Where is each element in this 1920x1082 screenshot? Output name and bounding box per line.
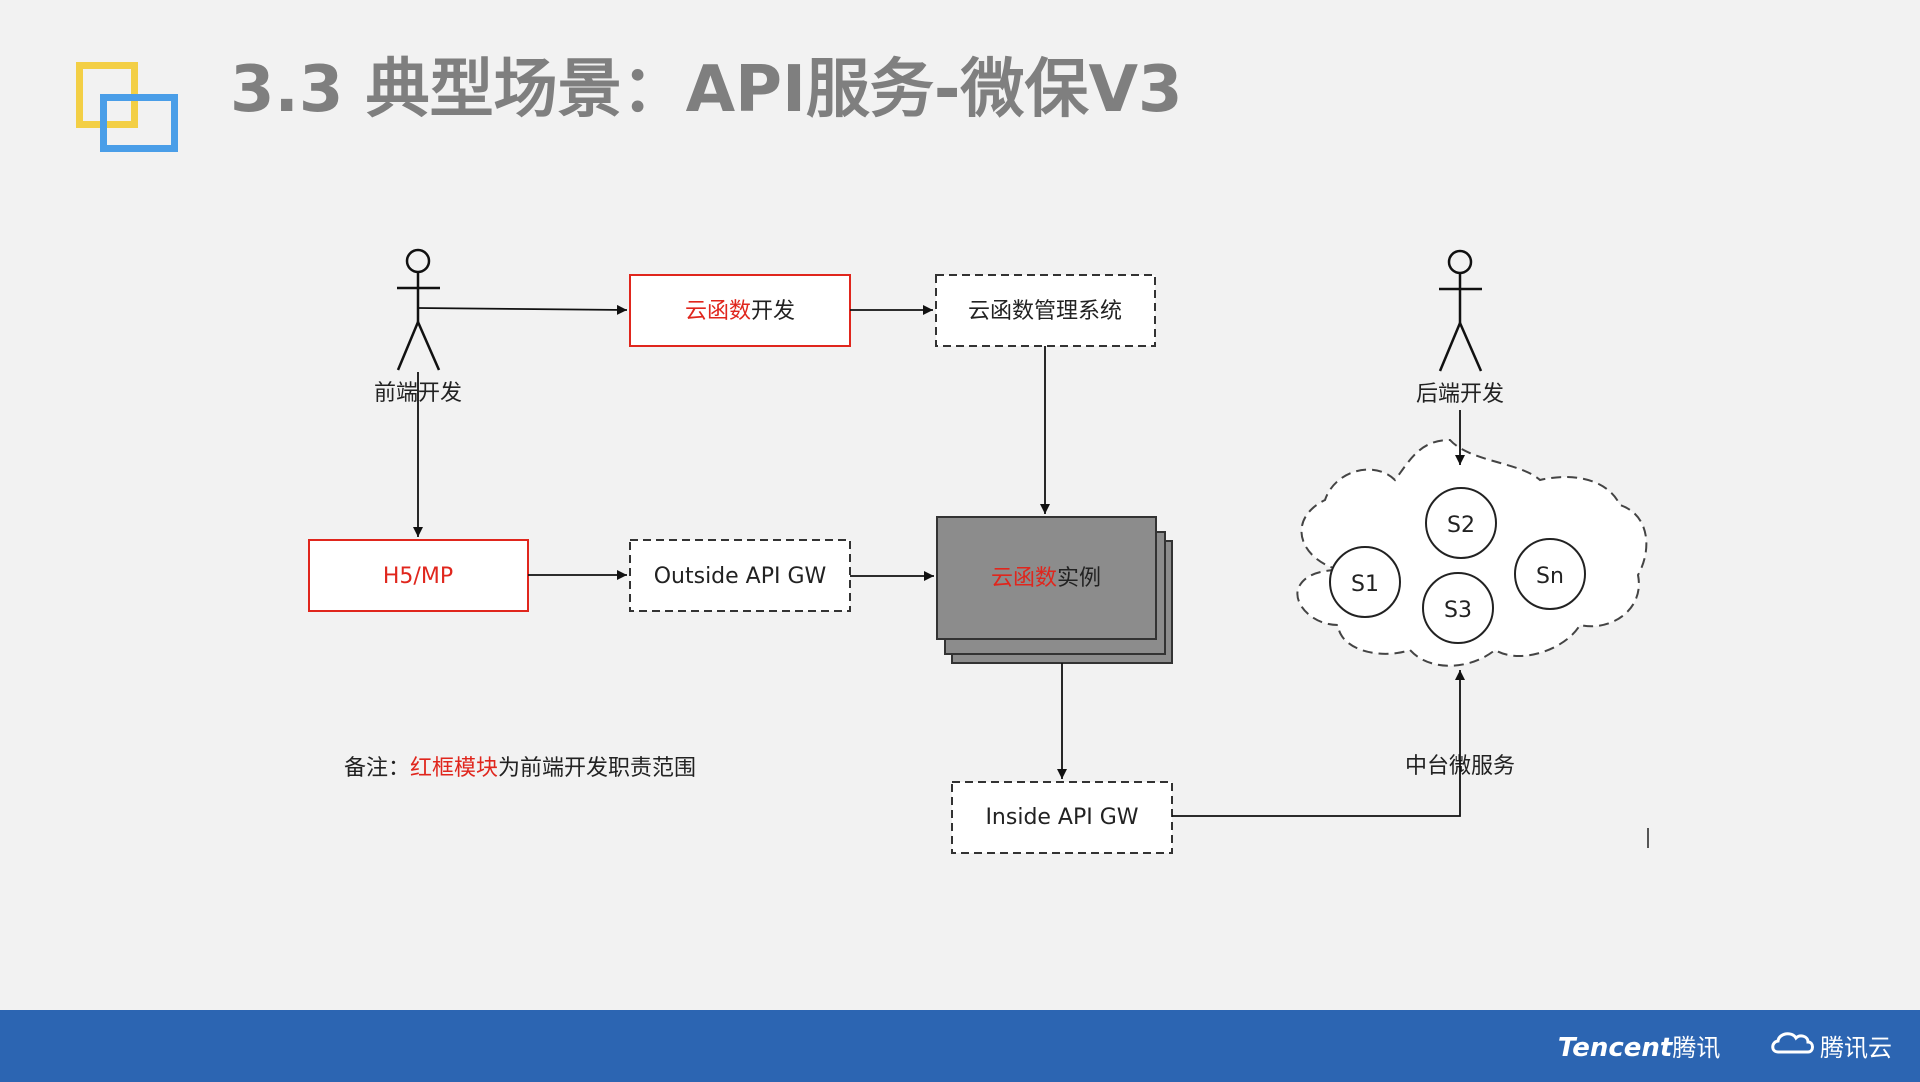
cloud-function-dev-black: 开发 [751, 299, 795, 324]
title-logo [72, 58, 182, 158]
h5-mp-box [308, 539, 529, 612]
note-red: 红框模块 [410, 756, 498, 781]
tencent-cloud-logo-icon [1768, 1028, 1816, 1070]
instance-black: 实例 [1057, 566, 1101, 591]
footer-bar: Tencent腾讯 腾讯云 [0, 1010, 1920, 1082]
service-s2-label: S2 [1447, 513, 1475, 538]
instance-red: 云函数 [991, 566, 1057, 591]
h5-mp-label: H5/MP [383, 564, 453, 589]
service-s2-circle [1425, 487, 1497, 559]
service-s3-circle [1422, 572, 1494, 644]
note-suffix: 为前端开发职责范围 [498, 756, 696, 781]
service-s1-circle [1329, 546, 1401, 618]
service-s3-label: S3 [1444, 598, 1472, 623]
cloud-function-instance-box [936, 516, 1157, 640]
outside-api-gw-label: Outside API GW [654, 564, 827, 589]
cloud-function-instance-label: 云函数实例 [991, 566, 1101, 591]
backend-actor-label: 后端开发 [1416, 382, 1504, 407]
frontend-actor-icon [396, 248, 441, 371]
cloud-function-dev-label: 云函数开发 [685, 299, 795, 324]
architecture-diagram: 前端开发 后端开发 云函数开发 云函数管理系统 H5/MP Outside AP… [308, 248, 1649, 854]
management-system-label: 云函数管理系统 [968, 299, 1122, 324]
footer-brand: Tencent腾讯 腾讯云 [1558, 1028, 1892, 1068]
note-prefix: 备注： [344, 756, 410, 781]
cloud-function-dev-red: 云函数 [685, 299, 751, 324]
note-text: 备注：红框模块为前端开发职责范围 [344, 756, 696, 781]
arrow-frontend-to-dev [417, 304, 628, 315]
cloud-name: 腾讯云 [1820, 1034, 1892, 1062]
inside-api-gw-label: Inside API GW [985, 805, 1138, 830]
service-sn-circle [1514, 538, 1586, 610]
brand-cn: 腾讯 [1672, 1034, 1721, 1062]
outside-api-gw-box [629, 539, 851, 612]
cloud-function-dev-box [629, 274, 851, 347]
service-s1-label: S1 [1351, 572, 1379, 597]
logo-square-blue [100, 94, 178, 152]
page-title: 3.3 典型场景：API服务-微保V3 [230, 53, 1183, 127]
service-sn-label: Sn [1536, 564, 1564, 589]
arrow-inside-gw-to-microservices [1172, 670, 1465, 817]
inside-api-gw-box [951, 781, 1173, 854]
management-system-box [935, 274, 1156, 347]
brand-en: Tencent [1557, 1033, 1673, 1063]
backend-actor-icon [1438, 249, 1483, 372]
